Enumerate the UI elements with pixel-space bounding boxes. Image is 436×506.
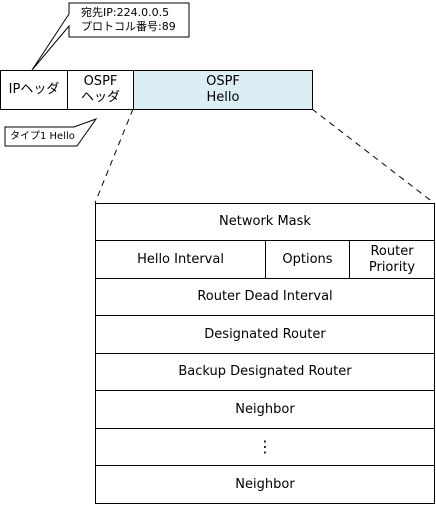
neighbor-field-2: Neighbor (235, 476, 295, 492)
dest-ip-label: 宛先IP:224.0.0.5 (81, 6, 170, 19)
bottom-callout-shape (4, 117, 98, 147)
top-callout-text: 宛先IP:224.0.0.5 プロトコル番号:89 (81, 6, 189, 36)
bottom-callout-text: タイプ1 Hello (10, 131, 75, 142)
hello-interval-field: Hello Interval (96, 241, 266, 279)
network-mask-field: Network Mask (96, 204, 434, 241)
ip-header-box: IPヘッダ (0, 70, 68, 110)
router-priority-field: Router Priority (350, 241, 434, 279)
hello-fields-table: Network Mask Hello Interval Options Rout… (95, 203, 435, 504)
options-field: Options (266, 241, 350, 279)
zoom-line-right (311, 108, 435, 204)
backup-designated-router-field: Backup Designated Router (96, 354, 434, 391)
neighbor-ellipsis: ⋮ (96, 429, 434, 466)
neighbor-field-1: Neighbor (96, 391, 434, 429)
ospf-header-box: OSPF ヘッダ (67, 70, 134, 110)
protocol-number-label: プロトコル番号:89 (81, 20, 176, 33)
zoom-line-left (94, 108, 134, 204)
ospf-hello-box: OSPF Hello (133, 70, 313, 110)
top-callout-shape (31, 2, 190, 71)
router-dead-interval-field: Router Dead Interval (96, 279, 434, 316)
designated-router-field: Designated Router (96, 316, 434, 354)
